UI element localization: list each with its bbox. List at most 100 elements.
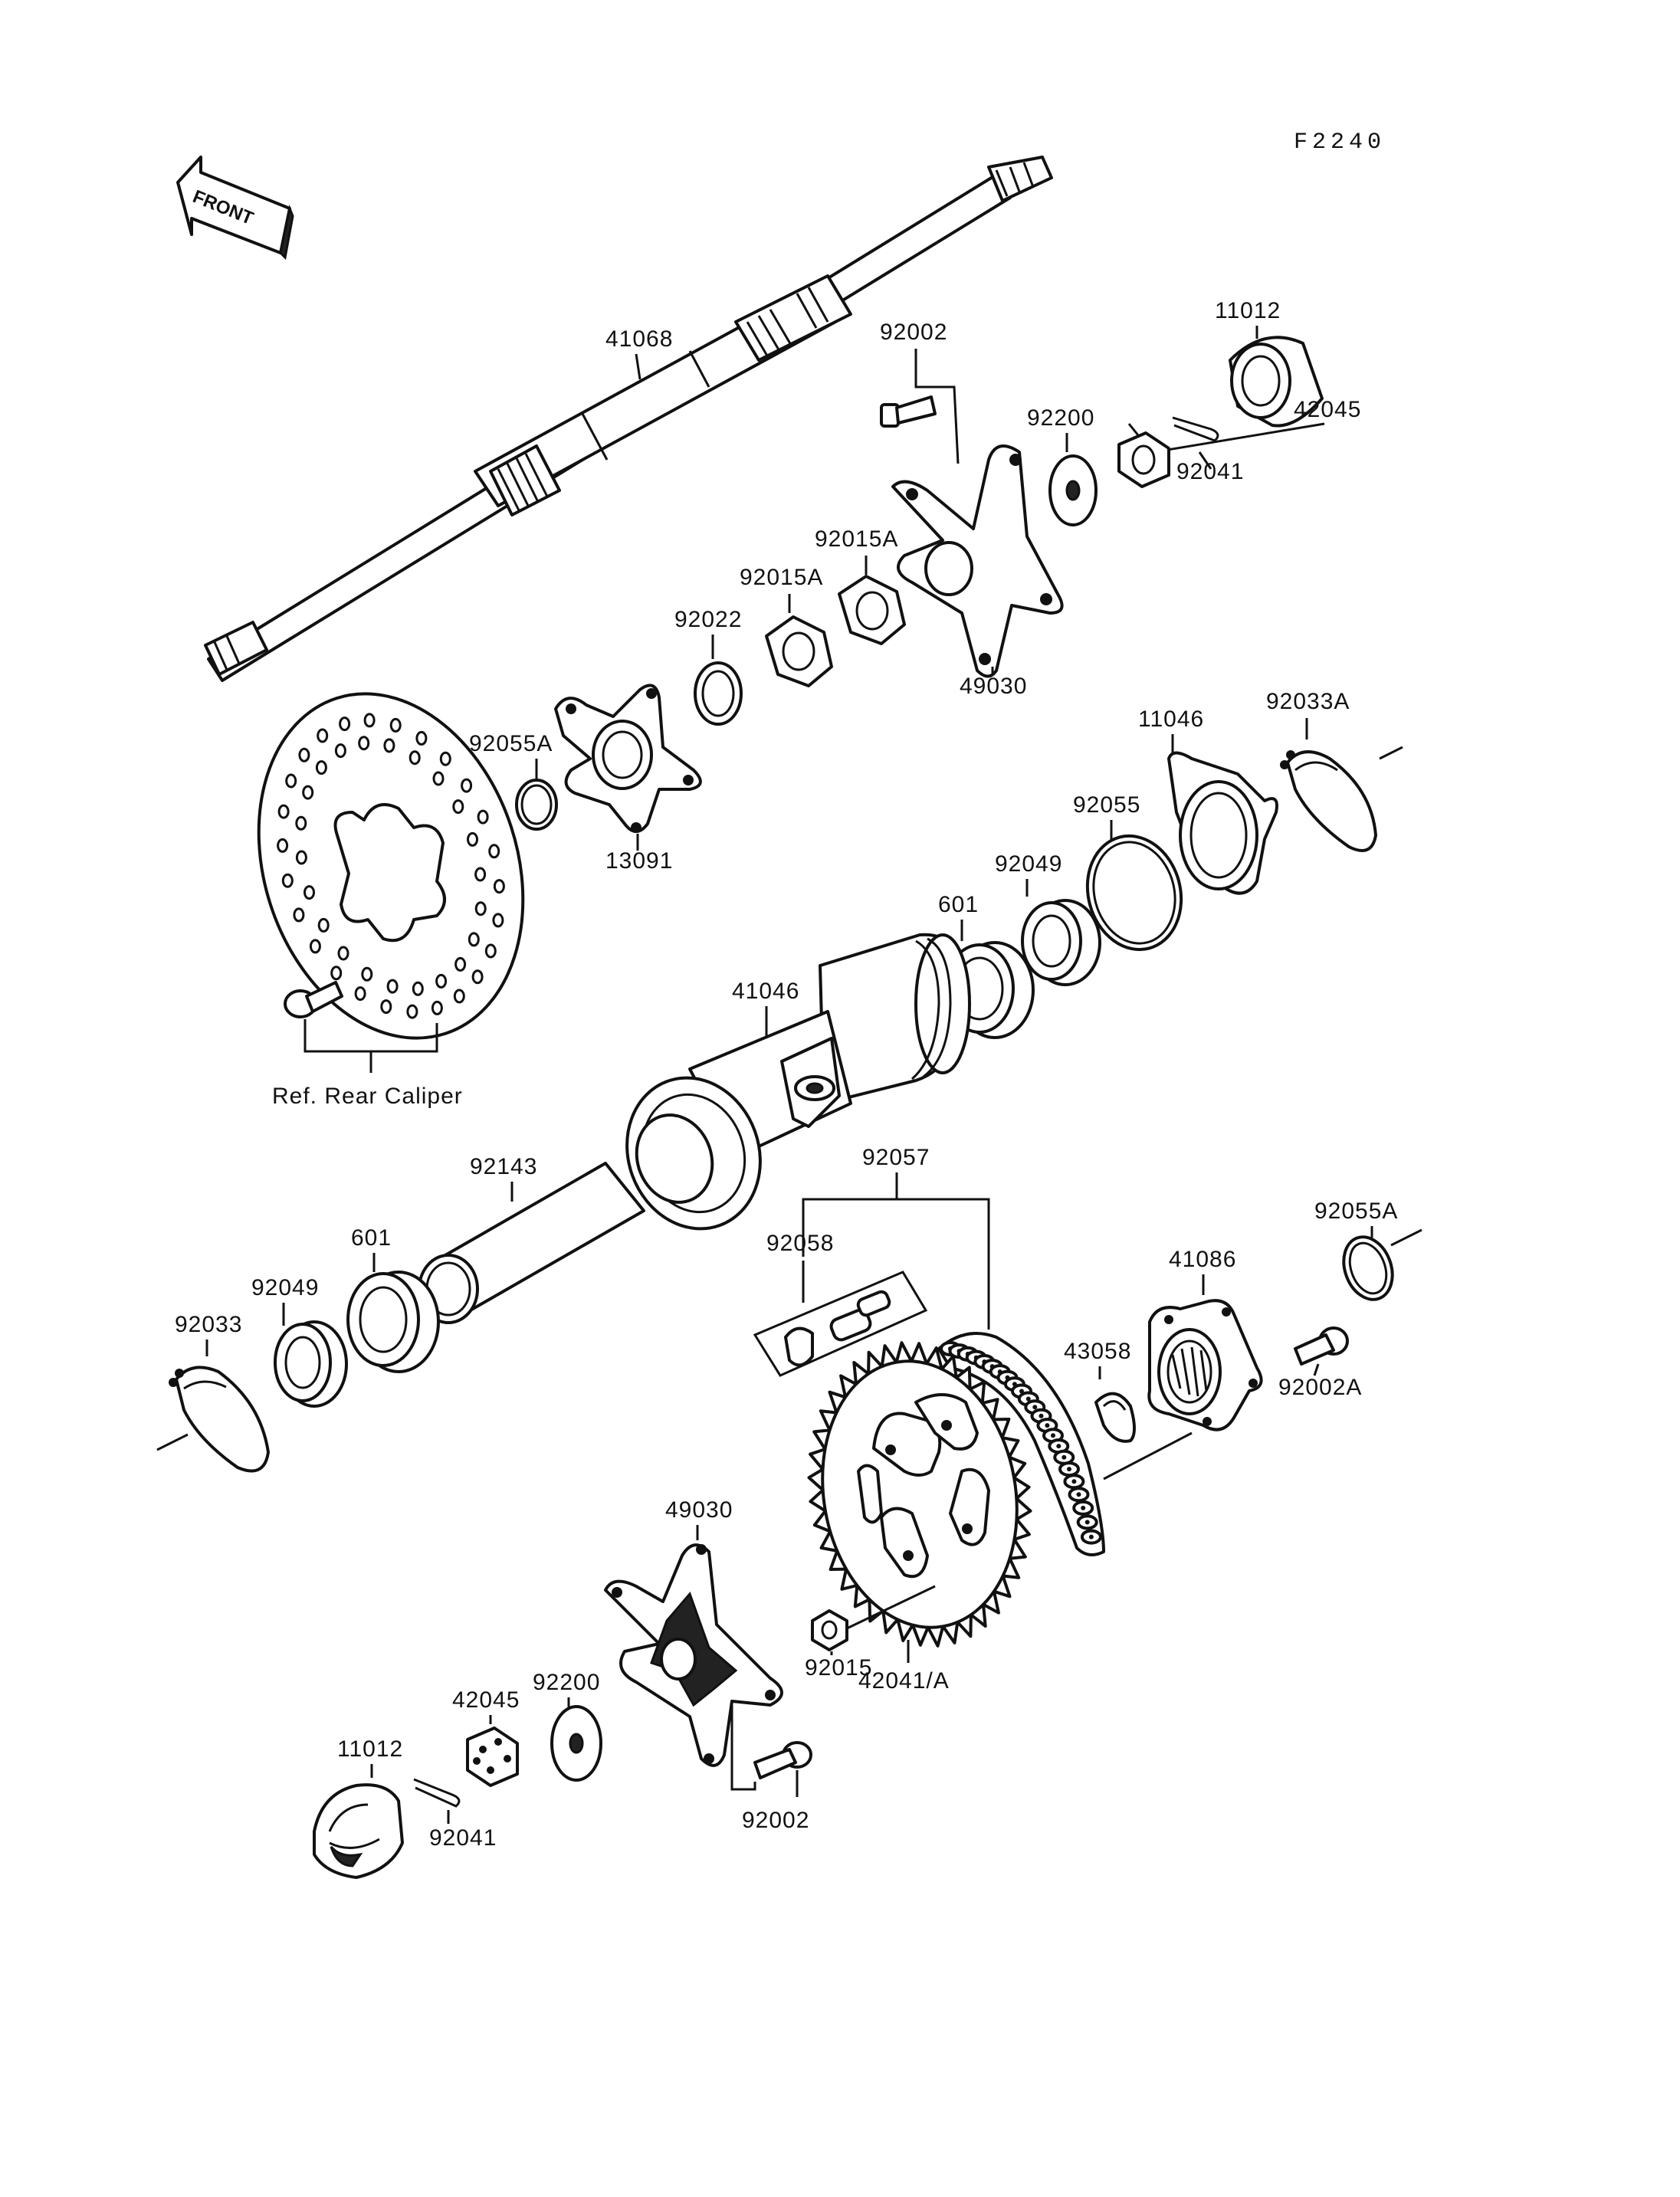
disc-hole	[477, 809, 489, 825]
figure-code: F2240	[1294, 130, 1386, 156]
disc-hole	[315, 760, 327, 776]
seal-right	[1021, 899, 1101, 986]
label-92058: 92058	[766, 1231, 834, 1256]
label-92055a-top: 92055A	[469, 731, 553, 756]
label-41086: 41086	[1169, 1247, 1236, 1272]
leader-92057	[802, 1198, 990, 1330]
label-41046: 41046	[732, 979, 799, 1004]
disc-hole	[454, 956, 467, 972]
disc-hole	[452, 799, 464, 815]
cotter-pin-bottom	[413, 1778, 461, 1808]
label-11012-top: 11012	[1215, 298, 1281, 323]
label-92002a: 92002A	[1278, 1375, 1362, 1400]
disc-bolt	[284, 981, 343, 1018]
disc-hub	[554, 684, 702, 833]
label-92015a-lower: 92015A	[740, 565, 823, 590]
chain-pin	[1039, 1413, 1044, 1418]
label-92022: 92022	[674, 607, 742, 632]
chain-pin	[1061, 1454, 1067, 1460]
label-92143: 92143	[470, 1154, 537, 1179]
hub-bottom	[604, 1543, 783, 1767]
axle-shaft	[204, 156, 1053, 682]
label-92049-right: 92049	[995, 851, 1062, 877]
leader-92002-top	[914, 349, 960, 464]
sprocket-hub	[1147, 1299, 1263, 1431]
label-92033a: 92033A	[1266, 689, 1350, 714]
disc-hole	[492, 913, 504, 928]
disc-hole	[285, 773, 297, 789]
chain-pin	[1067, 1467, 1071, 1472]
plate-11046	[1167, 751, 1278, 895]
sprocket-circlip	[1094, 1392, 1136, 1443]
disc-hole	[415, 730, 428, 746]
lock-nut-a-upper	[838, 575, 906, 645]
disc-hole	[302, 785, 314, 800]
chain-links	[940, 1341, 1102, 1545]
label-92015a-upper: 92015A	[815, 526, 898, 552]
leader-92041-top	[1198, 451, 1212, 470]
disc-hole	[432, 771, 445, 786]
label-49030-bottom: 49030	[665, 1497, 733, 1523]
chain-pin	[1076, 1492, 1081, 1497]
leader-92002-bottom	[730, 1705, 756, 1791]
disc-hole	[386, 979, 399, 994]
disc-hole	[412, 981, 424, 996]
collar-92022	[694, 661, 743, 726]
nut-cap-bottom	[313, 1783, 404, 1879]
ref-rear-caliper: Ref. Rear Caliper	[272, 1084, 463, 1109]
disc-hole	[330, 966, 343, 981]
leader-92002a	[1313, 1363, 1320, 1376]
disc-hole	[406, 1004, 418, 1019]
chain-pin	[1081, 1505, 1086, 1510]
disc-holes	[277, 713, 505, 1019]
disc-hole	[354, 986, 366, 1002]
disc-hole	[337, 946, 349, 961]
disc-hole	[467, 831, 478, 847]
label-41068: 41068	[605, 326, 673, 352]
leader-41068	[635, 353, 641, 380]
bolt-sprocket-hub	[1294, 1326, 1349, 1366]
disc-hole	[309, 939, 321, 954]
label-92200-bottom: 92200	[533, 1670, 600, 1695]
castle-nut-bottom	[466, 1726, 519, 1787]
label-92057: 92057	[862, 1145, 930, 1170]
disc-hole	[453, 989, 465, 1004]
disc-hole	[304, 885, 315, 900]
label-11046: 11046	[1138, 707, 1204, 732]
label-92041-top: 92041	[1176, 459, 1244, 484]
oring-92055	[1085, 834, 1183, 952]
circlip-left	[169, 1366, 270, 1473]
label-601-right: 601	[938, 892, 979, 917]
axis-line-oring	[1390, 1228, 1422, 1247]
disc-hole	[334, 743, 346, 759]
sprocket	[807, 1341, 1032, 1648]
disc-hole	[358, 736, 370, 751]
cotter-pin-top	[1172, 416, 1219, 442]
disc-hole	[409, 750, 421, 766]
disc-hole	[361, 966, 373, 982]
disc-hole	[317, 917, 330, 933]
chain-pin	[1056, 1444, 1061, 1449]
disc-hole	[298, 747, 310, 762]
axis-line-hub	[1103, 1431, 1193, 1481]
disc-hole	[488, 844, 500, 859]
label-601-left: 601	[351, 1225, 392, 1251]
label-13091: 13091	[605, 848, 673, 874]
lock-nut-a-lower	[765, 615, 833, 687]
label-92055a-bottom: 92055A	[1314, 1199, 1398, 1224]
oring-top	[515, 779, 558, 831]
washer-bottom	[550, 1705, 602, 1782]
label-92015: 92015	[805, 1655, 872, 1681]
sprocket-nut	[811, 1609, 848, 1651]
disc-hole	[295, 815, 307, 831]
chain-pin	[1084, 1520, 1090, 1525]
disc-hole	[461, 778, 473, 793]
disc-hole	[293, 907, 305, 923]
bolt-top	[880, 395, 937, 428]
chain	[937, 1332, 1105, 1556]
disc-hole	[431, 1000, 443, 1015]
axis-line-sprocket	[846, 1585, 936, 1630]
washer-top	[1048, 454, 1098, 526]
chain-pin	[1088, 1534, 1094, 1540]
